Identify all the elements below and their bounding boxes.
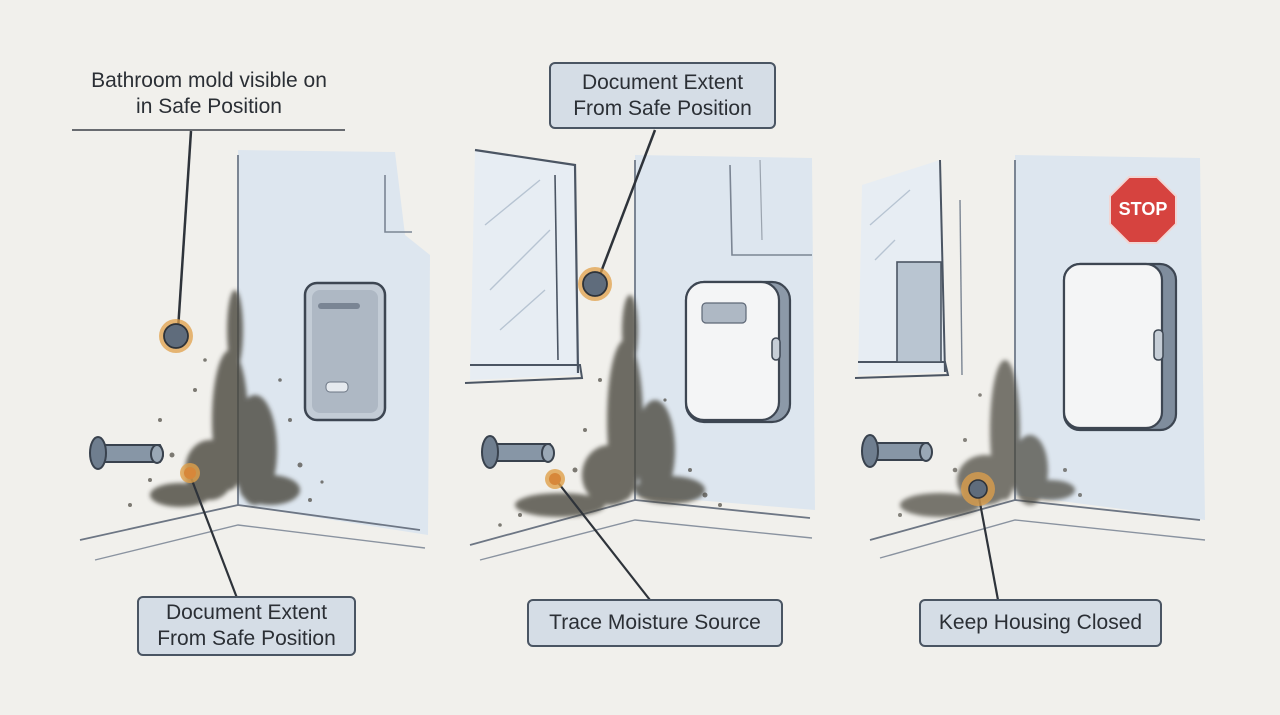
faucet-icon: [481, 435, 555, 469]
callout-line: in Safe Position: [136, 95, 282, 118]
callout-panel-3-bottom: Keep Housing Closed: [919, 599, 1162, 647]
callout-panel-1-bottom: Document Extent From Safe Position: [137, 596, 356, 656]
callout-line: Trace Moisture Source: [549, 611, 761, 634]
stop-sign-label: STOP: [1118, 199, 1168, 219]
panel-1-mold: [150, 290, 300, 507]
callout-line: Bathroom mold visible on: [91, 69, 327, 92]
callout-panel-2-top: Document Extent From Safe Position: [549, 62, 776, 129]
marker-dot-icon: [159, 319, 193, 353]
callout-line: From Safe Position: [573, 96, 752, 120]
marker-dot-icon: [961, 472, 995, 506]
callout-line: Document Extent: [581, 70, 744, 94]
callout-line: Keep Housing Closed: [938, 611, 1143, 634]
marker-dot-icon: [180, 463, 200, 483]
marker-dot-icon: [545, 469, 565, 489]
stop-sign-icon: [1109, 176, 1177, 244]
panel-2: [464, 129, 815, 601]
panel-2-mold: [515, 295, 705, 517]
callout-line: Document Extent: [165, 601, 328, 624]
callout-panel-2-bottom: Trace Moisture Source: [527, 599, 783, 647]
panel-1: [72, 129, 430, 599]
marker-dot-icon: [578, 267, 612, 301]
callout-panel-1-top: Bathroom mold visible on in Safe Positio…: [72, 58, 346, 130]
faucet-icon: [861, 434, 933, 468]
faucet-icon: [89, 436, 164, 470]
callout-line: From Safe Position: [157, 627, 336, 650]
device-housing-icon: [303, 281, 387, 422]
device-housing-icon: [684, 280, 792, 424]
device-housing-icon: [1062, 262, 1178, 432]
panel-3: [854, 155, 1206, 601]
